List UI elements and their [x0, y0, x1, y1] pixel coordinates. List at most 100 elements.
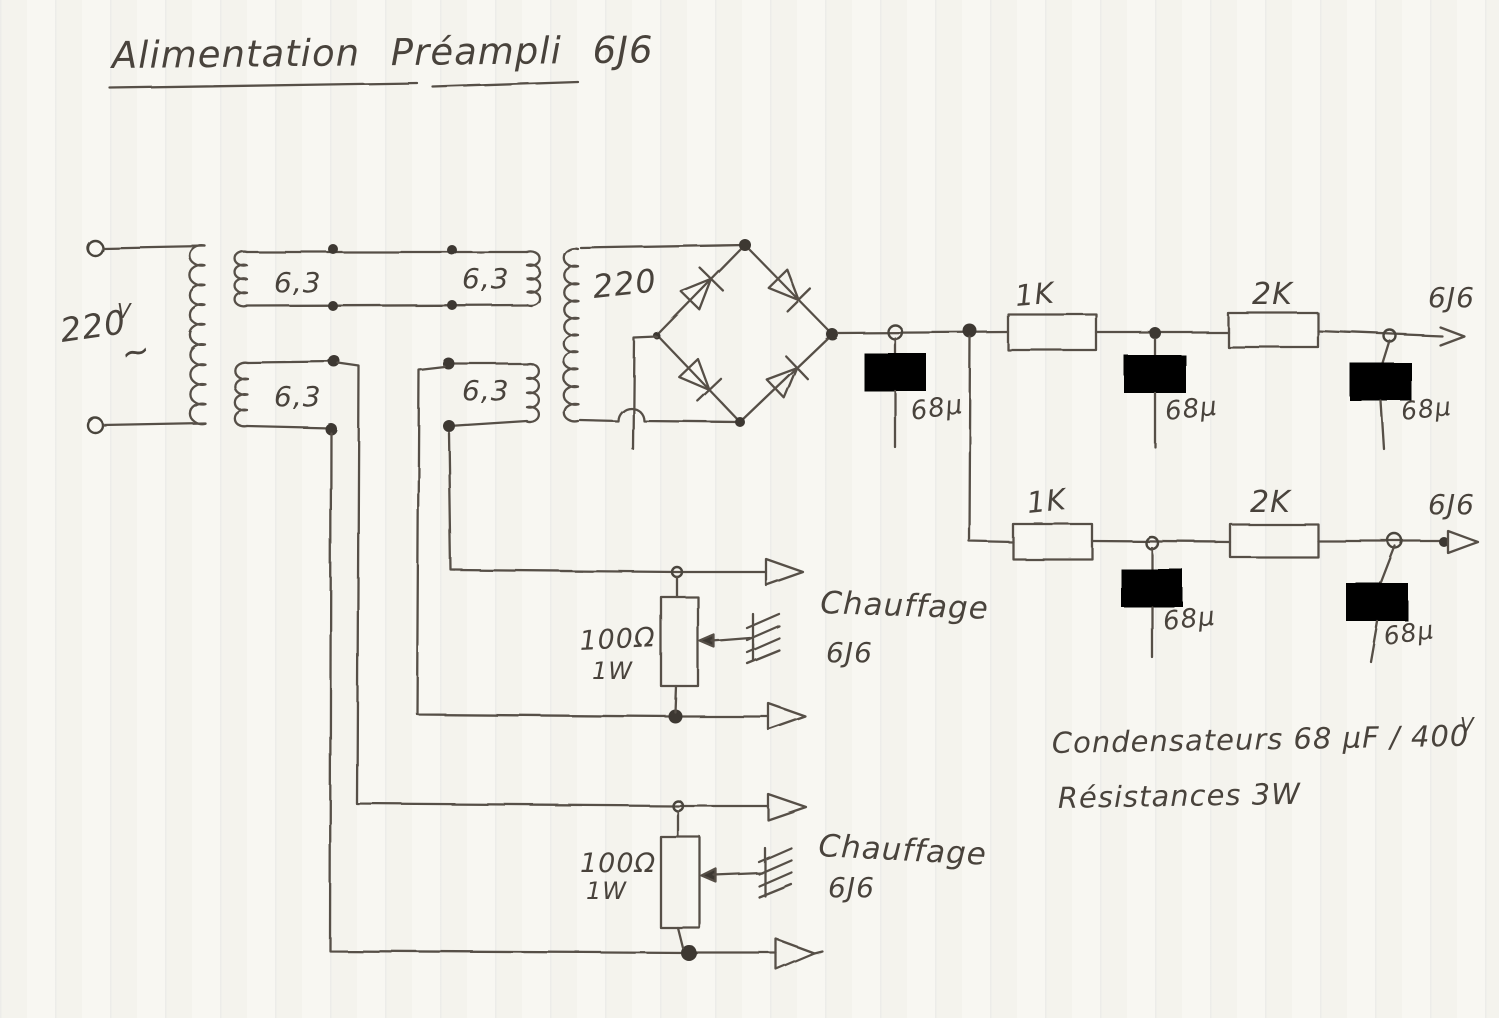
diode-bar: [786, 287, 812, 313]
junction-dot: [328, 244, 338, 254]
resistor-label: 1K: [1025, 482, 1069, 520]
primary-wire-bottom: [101, 421, 207, 427]
output-tube-label: 6J6: [1428, 488, 1475, 521]
winding-label: 6,3: [274, 266, 322, 299]
terminal-dot: [443, 420, 455, 432]
junction-dot: [1149, 327, 1161, 339]
resistor-label: 2K: [1252, 277, 1294, 312]
pot-lead: [673, 684, 678, 714]
output-arrow-icon: [1438, 325, 1466, 347]
ground-icon: [613, 442, 666, 466]
junction-dot: [1439, 537, 1449, 547]
supply-row-2: [1011, 522, 1480, 561]
hv-winding-label: 220: [591, 261, 659, 305]
winding-label: 6,3: [462, 262, 510, 295]
diode-bar: [784, 354, 810, 381]
ac-symbol: ~: [118, 330, 155, 375]
primary-terminal-bottom: [86, 416, 104, 434]
resistor-1k-body: [1006, 312, 1098, 352]
primary-coil: [188, 244, 207, 425]
heater-circuit-2: [328, 361, 824, 971]
wire: [1316, 329, 1444, 338]
heater-circuit-1: [415, 365, 807, 731]
heater-wire-bottom: [415, 365, 770, 718]
resistor-note: Résistances 3W: [1058, 777, 1302, 815]
pot-lead: [676, 926, 685, 950]
capacitor-label: 68µ: [1162, 602, 1217, 637]
cap-lead: [1368, 619, 1379, 663]
title-underline-left: [108, 81, 419, 90]
capacitor-note: Condensateurs 68 µF / 400: [1052, 719, 1470, 760]
primary-wire-top: [101, 244, 207, 250]
winding-label: 6,3: [274, 380, 322, 413]
heater-tube-label: 6J6: [828, 871, 875, 904]
branch-wire: [967, 335, 1015, 544]
wire: [836, 330, 1010, 335]
winding-bottom-wire: [245, 424, 333, 430]
filter-capacitors: [864, 336, 1414, 679]
bridge-node-right: [826, 328, 838, 340]
pot-power-label: 1W: [592, 657, 633, 685]
junction-dot: [681, 945, 697, 961]
winding-coil-right: [525, 362, 541, 424]
diode-icon: [677, 357, 711, 391]
heater-wire-top: [336, 361, 770, 808]
potentiometer-body: [659, 835, 702, 930]
bridge-ground-wire: [631, 335, 659, 451]
transformer-primary: [86, 239, 207, 434]
ground-icon: [1131, 441, 1184, 465]
bridge-edge: [655, 243, 747, 337]
winding-bottom-wire: [245, 303, 529, 308]
chassis-hatch-icon: [757, 846, 793, 899]
ground-icon: [1361, 443, 1414, 467]
resistor-label: 2K: [1250, 485, 1292, 520]
bridge-node-bottom: [735, 417, 745, 427]
supply-row-1: [836, 311, 1466, 352]
output-tube-label: 6J6: [1428, 281, 1475, 314]
winding-coil-left: [233, 360, 249, 428]
wire: [1090, 539, 1232, 544]
junction-dot: [447, 300, 457, 310]
pot-value-label: 100Ω: [579, 622, 657, 657]
wiper-wire: [710, 636, 752, 643]
hv-wire-bottom-with-hop: [578, 406, 742, 424]
diode-icon: [767, 268, 801, 302]
output-arrow-icon: [764, 557, 805, 587]
schematic-title: Alimentation Préampli 6J6: [110, 28, 654, 77]
output-arrow-icon: [766, 701, 807, 731]
capacitor-note-sup: V: [1460, 713, 1475, 737]
junction-dot: [963, 324, 977, 338]
heater-tube-label: 6J6: [826, 636, 873, 669]
electrolytic-cap-icon: [1350, 363, 1412, 401]
capacitor-label: 68µ: [1382, 615, 1436, 651]
pot-power-label: 1W: [586, 877, 627, 905]
heater-label: Chauffage: [818, 828, 988, 873]
primary-terminal-top: [86, 239, 104, 257]
capacitor-label: 68µ: [1400, 392, 1453, 426]
output-arrow-icon: [774, 937, 816, 971]
winding-bottom-wire: [447, 419, 529, 428]
ground-icon: [871, 441, 924, 465]
winding-coil-right: [525, 250, 541, 307]
resistor-2k-body: [1228, 522, 1320, 559]
junction-dot: [668, 709, 682, 723]
bridge-edge: [738, 332, 834, 424]
electrolytic-cap-icon: [1121, 569, 1183, 607]
output-arrow-icon: [766, 792, 808, 822]
winding-label: 6,3: [462, 374, 510, 407]
primary-voltage-unit: V: [117, 299, 132, 323]
terminal-dot: [443, 358, 455, 370]
resistor-1k-body: [1011, 522, 1094, 561]
primary-voltage-label: 220: [58, 302, 129, 350]
diode-bar: [698, 266, 725, 292]
heater-wire-bottom: [328, 431, 778, 955]
bridge-edge: [655, 333, 742, 424]
hv-winding: [562, 243, 747, 424]
winding-top-wire: [245, 359, 336, 364]
title-underline-right: [431, 80, 580, 89]
resistor-label: 1K: [1014, 276, 1057, 313]
output-arrow-icon: [1446, 529, 1480, 555]
cap-lead: [1379, 399, 1386, 451]
bridge-node-top: [739, 239, 751, 251]
